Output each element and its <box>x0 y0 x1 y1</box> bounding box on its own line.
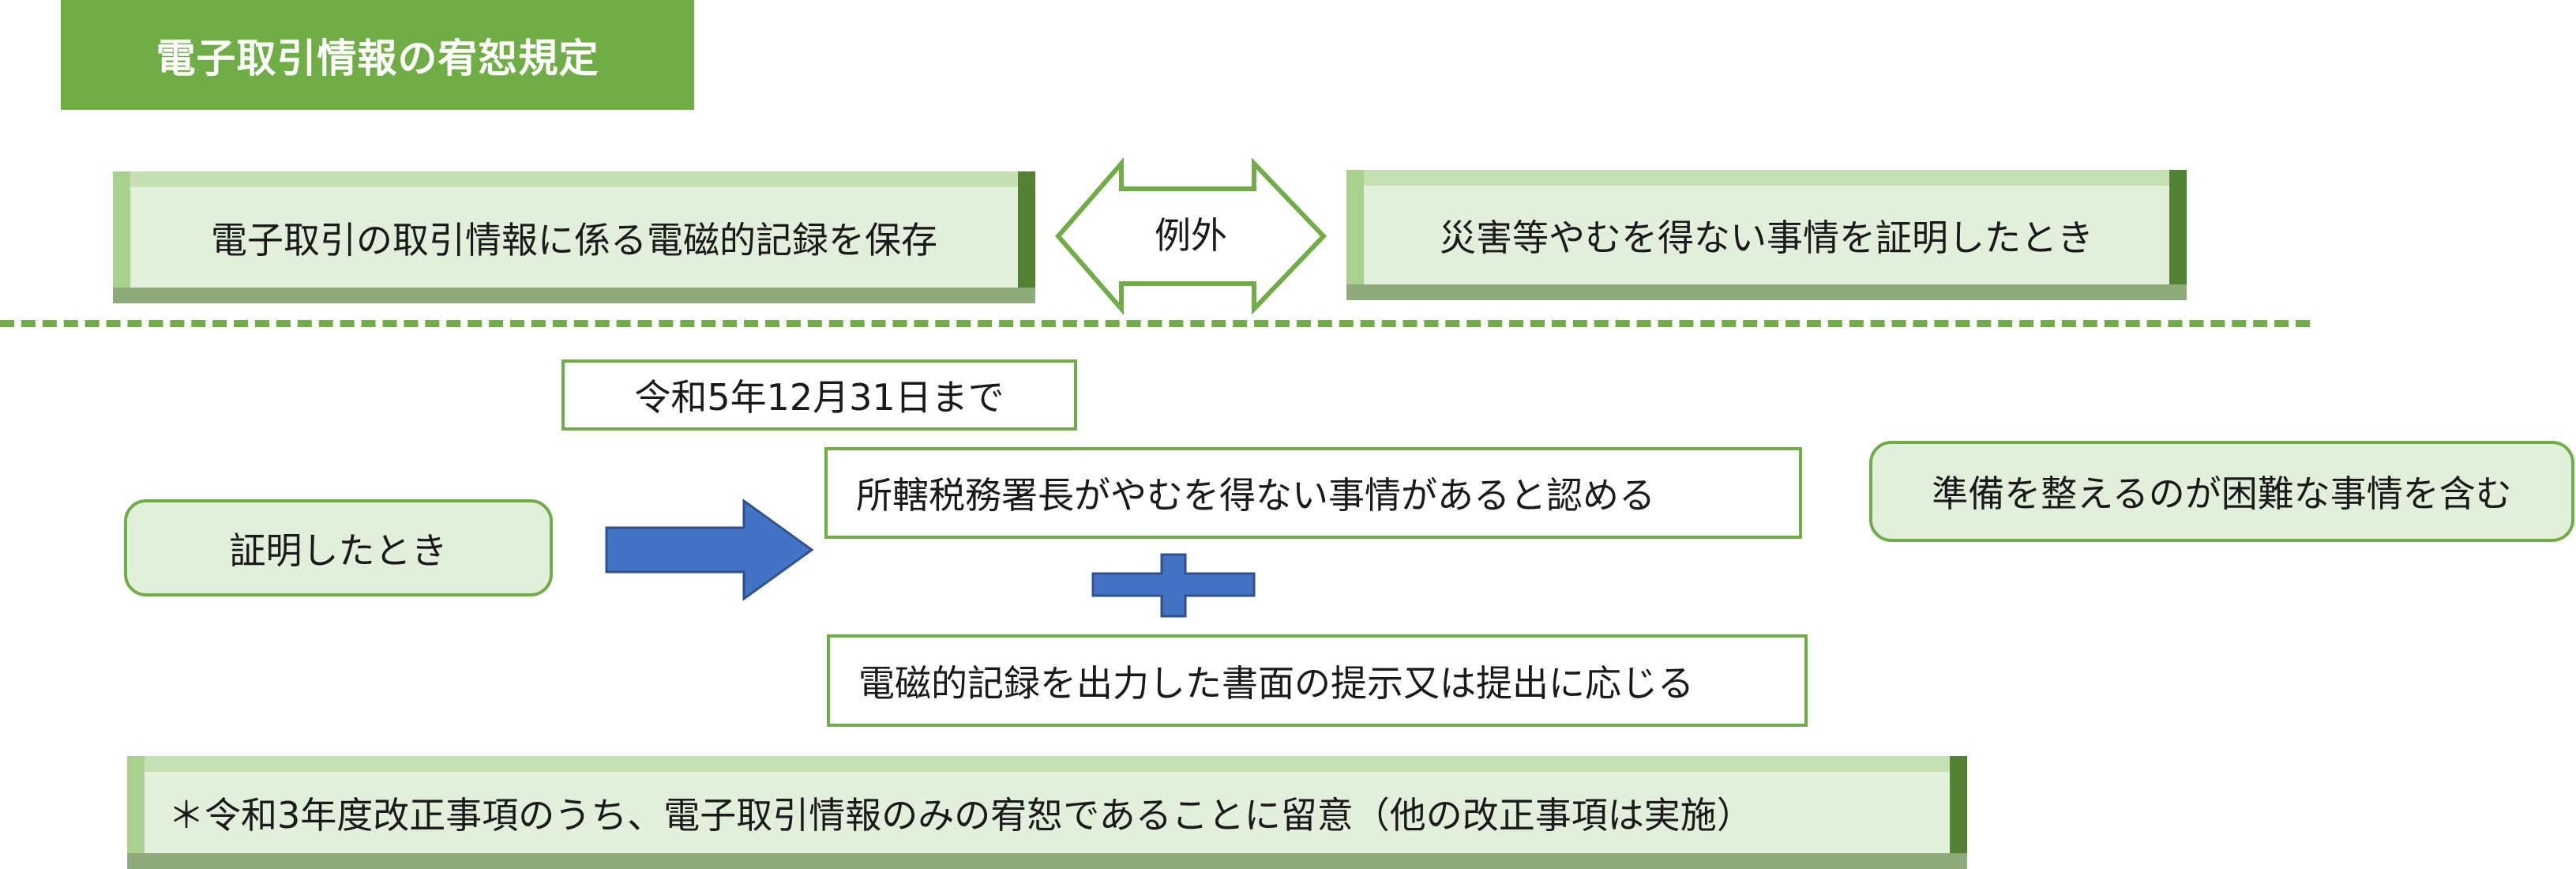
plus-icon <box>1091 553 1256 618</box>
proof-box: 証明したとき <box>124 499 553 596</box>
page-title: 電子取引情報の宥恕規定 <box>61 0 694 110</box>
exception-label: 例外 <box>1155 214 1227 257</box>
note-text: 準備を整えるのが困難な事情を含む <box>1932 472 2512 515</box>
deadline-text: 令和5年12月31日まで <box>634 376 1004 419</box>
exception-condition-box: 災害等やむを得ない事情を証明したとき <box>1346 170 2187 300</box>
primary-rule-box: 電子取引の取引情報に係る電磁的記録を保存 <box>113 171 1035 303</box>
right-arrow-icon <box>605 498 814 601</box>
section-divider <box>0 320 2310 327</box>
condition-2-box: 電磁的記録を出力した書面の提示又は提出に応じる <box>827 634 1808 727</box>
exception-condition-text: 災害等やむを得ない事情を証明したとき <box>1364 186 2169 284</box>
footnote-box: ＊令和3年度改正事項のうち、電子取引情報のみの宥恕であることに留意（他の改正事項… <box>127 756 1967 869</box>
condition-2-text: 電磁的記録を出力した書面の提示又は提出に応じる <box>858 661 1694 705</box>
note-box: 準備を整えるのが困難な事情を含む <box>1869 441 2574 542</box>
exception-double-arrow <box>1055 156 1327 316</box>
condition-1-box: 所轄税務署長がやむを得ない事情があると認める <box>824 447 1802 539</box>
proof-text: 証明したとき <box>229 529 448 572</box>
condition-1-text: 所轄税務署長がやむを得ない事情があると認める <box>856 474 1655 517</box>
primary-rule-text: 電子取引の取引情報に係る電磁的記録を保存 <box>130 187 1018 288</box>
deadline-box: 令和5年12月31日まで <box>561 359 1077 431</box>
page-title-text: 電子取引情報の宥恕規定 <box>156 35 599 81</box>
footnote-text: ＊令和3年度改正事項のうち、電子取引情報のみの宥恕であることに留意（他の改正事項… <box>145 772 1950 853</box>
